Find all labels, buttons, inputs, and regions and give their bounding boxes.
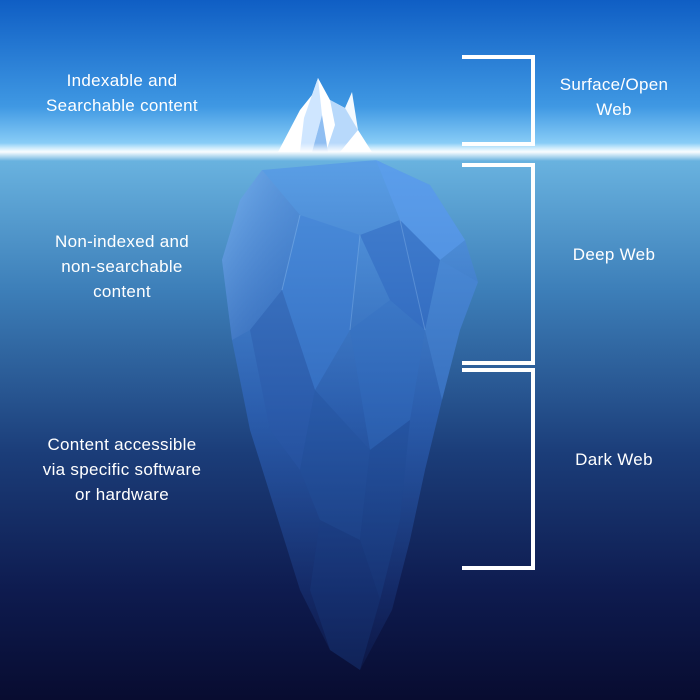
bracket-surface-web: [462, 55, 535, 146]
iceberg-tip: [278, 78, 372, 152]
label-dark-web: Dark Web: [575, 450, 653, 469]
label-non-indexed-content: Non-indexed and non-searchable content: [55, 232, 189, 301]
bracket-deep-web: [462, 163, 535, 365]
horizon-line: [0, 143, 700, 161]
bracket-dark-web: [462, 368, 535, 570]
label-indexable-content: Indexable and Searchable content: [46, 71, 198, 115]
label-deep-web: Deep Web: [572, 245, 656, 264]
label-surface-web: Surface/Open Web: [559, 75, 669, 119]
iceberg-underwater: [222, 160, 478, 670]
label-specific-software-content: Content accessible via specific software…: [42, 435, 202, 504]
